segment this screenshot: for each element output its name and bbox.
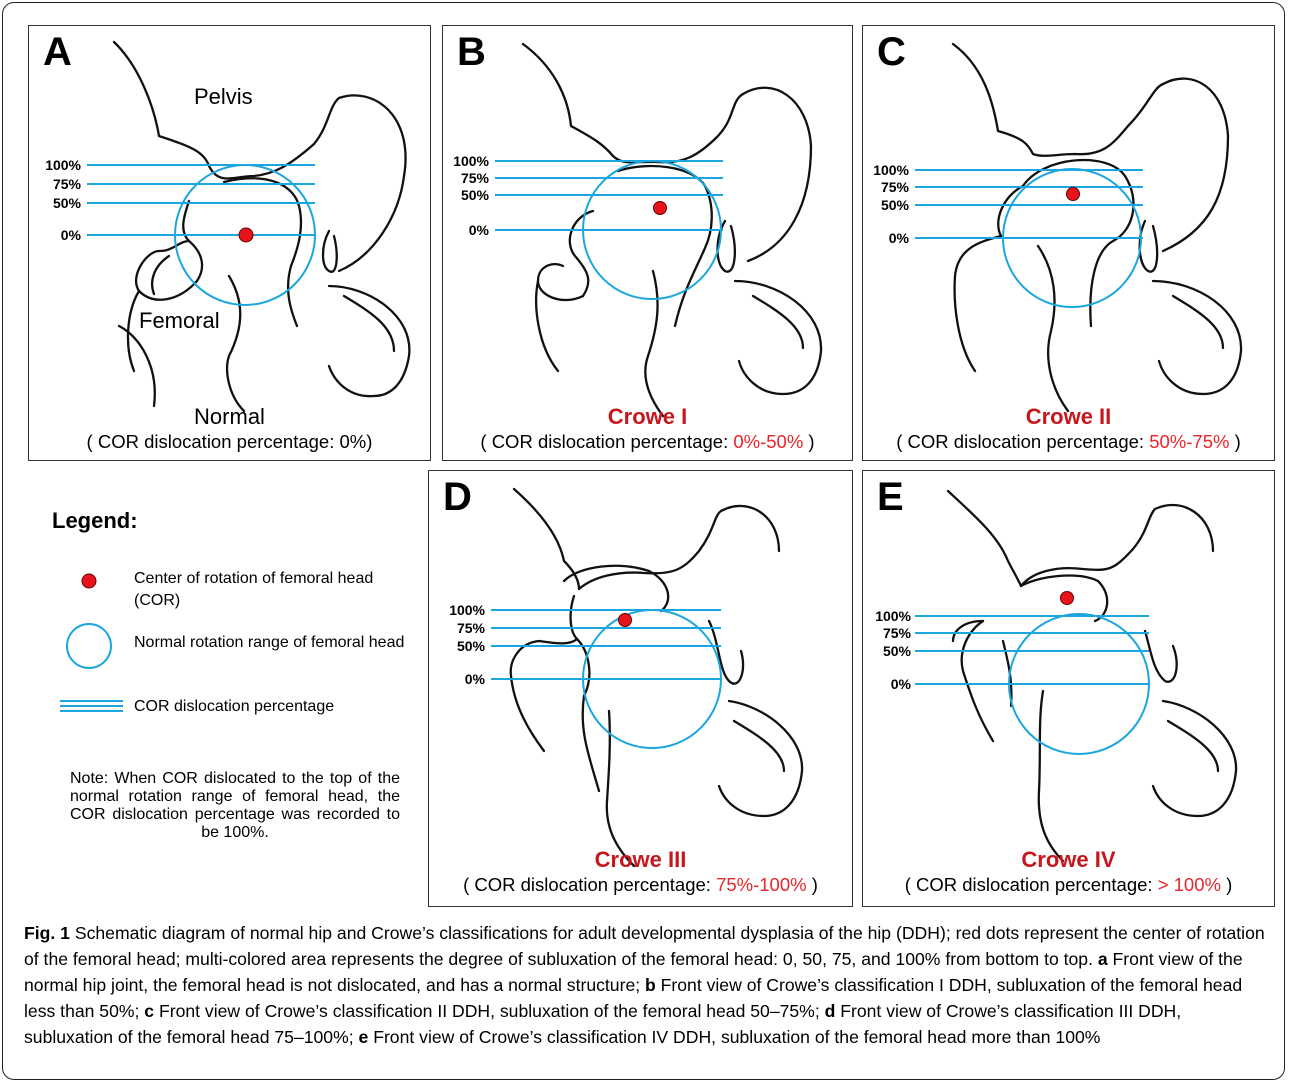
legend-title: Legend:	[52, 508, 138, 534]
panel-a-desc-value: 0%	[340, 431, 367, 452]
legend-item-cor: Center of rotation of femoral head (COR)	[134, 568, 414, 612]
panel-d: D 100% 75% 50% 0%	[428, 470, 853, 907]
panel-a: A 100% 75% 50%	[28, 25, 431, 461]
pct-label-50: 50%	[461, 187, 490, 203]
figure-caption: Fig. 1 Schematic diagram of normal hip a…	[24, 920, 1269, 1050]
pelvis-label: Pelvis	[194, 84, 253, 110]
pct-label-50: 50%	[53, 195, 82, 211]
panel-c-desc-value: 50%-75%	[1149, 431, 1229, 452]
caption-key-e: e	[359, 1027, 369, 1047]
legend-item-rotation-range: Normal rotation range of femoral head	[134, 632, 414, 654]
caption-key-c: c	[144, 1001, 154, 1021]
panel-b-desc: ( COR dislocation percentage: 0%-50% )	[443, 431, 852, 453]
panel-d-desc-value: 75%-100%	[716, 874, 807, 895]
panel-e-desc: ( COR dislocation percentage: > 100% )	[863, 874, 1274, 896]
pct-label-75: 75%	[881, 179, 910, 195]
panel-e-desc-suffix: )	[1221, 874, 1232, 895]
caption-text-c: Front view of Crowe’s classification II …	[154, 1001, 825, 1021]
pct-label-100: 100%	[45, 157, 81, 173]
caption-key-b: b	[645, 975, 656, 995]
pct-label-100: 100%	[873, 162, 909, 178]
caption-text-e: Front view of Crowe’s classification IV …	[368, 1027, 1100, 1047]
pct-label-75: 75%	[53, 176, 82, 192]
panel-d-desc: ( COR dislocation percentage: 75%-100% )	[429, 874, 852, 896]
panel-b-title: Crowe I	[443, 404, 852, 430]
panel-c-desc: ( COR dislocation percentage: 50%-75% )	[863, 431, 1274, 453]
pct-label-0: 0%	[469, 222, 490, 238]
caption-key-a: a	[1098, 949, 1108, 969]
panel-c: C 100% 75% 50% 0% Cro	[862, 25, 1275, 461]
panel-e-desc-value: > 100%	[1158, 874, 1221, 895]
legend-note: Note: When COR dislocated to the top of …	[70, 770, 400, 842]
panel-b-desc-prefix: ( COR dislocation percentage:	[480, 431, 733, 452]
panel-a-desc-suffix: )	[366, 431, 372, 452]
panel-e-drawing: 100% 75% 50% 0%	[863, 471, 1273, 905]
panel-e: E 100% 75% 50% 0% Cro	[862, 470, 1275, 907]
femoral-label: Femoral	[139, 308, 220, 334]
caption-fig-label: Fig. 1	[24, 923, 70, 943]
panel-c-title: Crowe II	[863, 404, 1274, 430]
panel-e-title: Crowe IV	[863, 847, 1274, 873]
pct-label-50: 50%	[457, 638, 486, 654]
pct-label-0: 0%	[889, 230, 910, 246]
triple-lines-icon	[60, 701, 123, 711]
panel-b-desc-suffix: )	[803, 431, 814, 452]
caption-intro: Schematic diagram of normal hip and Crow…	[24, 923, 1265, 969]
panel-d-desc-prefix: ( COR dislocation percentage:	[463, 874, 716, 895]
panel-e-desc-prefix: ( COR dislocation percentage:	[905, 874, 1158, 895]
pct-label-0: 0%	[61, 227, 82, 243]
panel-a-desc: ( COR dislocation percentage: 0%)	[29, 431, 430, 453]
panel-c-drawing: 100% 75% 50% 0%	[863, 26, 1273, 459]
panel-a-title: Normal	[29, 404, 430, 430]
pct-label-75: 75%	[457, 620, 486, 636]
pct-label-50: 50%	[883, 643, 912, 659]
pct-label-100: 100%	[453, 153, 489, 169]
panel-c-desc-prefix: ( COR dislocation percentage:	[896, 431, 1149, 452]
pct-label-0: 0%	[891, 676, 912, 692]
pct-label-0: 0%	[465, 671, 486, 687]
panel-d-title: Crowe III	[429, 847, 852, 873]
blue-circle-icon	[67, 624, 111, 668]
pct-label-50: 50%	[881, 197, 910, 213]
legend: Legend: Center of rotation of femoral he…	[30, 470, 420, 890]
pct-label-75: 75%	[461, 170, 490, 186]
panel-d-drawing: 100% 75% 50% 0%	[429, 471, 851, 905]
panel-b-drawing: 100% 75% 50% 0%	[443, 26, 851, 459]
legend-item-dislocation: COR dislocation percentage	[134, 696, 414, 718]
panel-b-desc-value: 0%-50%	[733, 431, 803, 452]
pct-label-100: 100%	[449, 602, 485, 618]
pct-label-100: 100%	[875, 608, 911, 624]
panel-b: B 100% 75% 50% 0%	[442, 25, 853, 461]
caption-key-d: d	[825, 1001, 836, 1021]
red-dot-icon	[82, 574, 96, 588]
pct-label-75: 75%	[883, 625, 912, 641]
panel-a-desc-prefix: ( COR dislocation percentage:	[87, 431, 340, 452]
panel-d-desc-suffix: )	[807, 874, 818, 895]
panel-c-desc-suffix: )	[1229, 431, 1240, 452]
